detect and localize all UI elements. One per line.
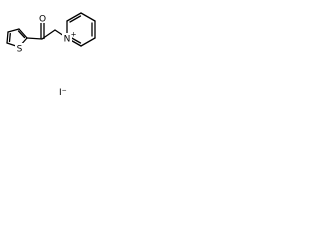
bond-c2-c3: [18, 28, 28, 39]
bond-c4-c5: [6, 31, 9, 44]
bond-ring-carbonyl: [26, 37, 43, 40]
bond-c5-c6: [80, 37, 96, 47]
oxygen-label: O: [39, 15, 46, 25]
nitrogen-label: N: [64, 35, 71, 45]
bond-c2-c3-inner: [69, 15, 82, 23]
iodide-counter-ion: I−: [59, 86, 67, 98]
atom-sulfur: S: [15, 43, 24, 55]
iodide-symbol: I: [59, 88, 62, 98]
iodide-charge: −: [61, 87, 67, 94]
bond-carbonyl-ch2: [41, 29, 56, 40]
bond-c3-c4: [7, 28, 20, 33]
atom-oxygen: O: [38, 13, 47, 25]
bond-c3-c4: [80, 12, 96, 22]
nitrogen-charge: +: [71, 31, 77, 39]
pyridinium-ring: [66, 12, 96, 47]
acyl-chain: [26, 22, 68, 40]
thiophene-ring: [6, 28, 28, 48]
bond-c4-c5-inner: [8, 32, 11, 43]
atom-nitrogen: N +: [62, 31, 77, 45]
chemical-structure: O S N +: [6, 12, 96, 55]
bond-c2-c3: [66, 12, 82, 22]
bond-c2-c3-inner: [17, 30, 26, 39]
sulfur-label: S: [17, 45, 23, 55]
